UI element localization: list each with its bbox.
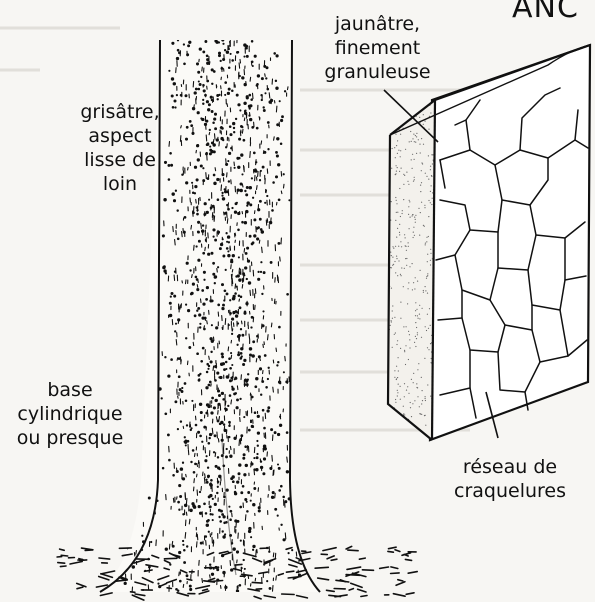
label-yellow-granular: jaunâtre, finement granuleuse (295, 12, 460, 84)
corner-heading-fragment: ANC (512, 0, 579, 25)
label-cylindrical-base: base cylindrique ou presque (0, 378, 140, 450)
bark-sample (385, 45, 590, 440)
label-crack-network: réseau de craquelures (430, 455, 590, 503)
label-grey-smooth: grisâtre, aspect lisse de loin (50, 100, 190, 196)
